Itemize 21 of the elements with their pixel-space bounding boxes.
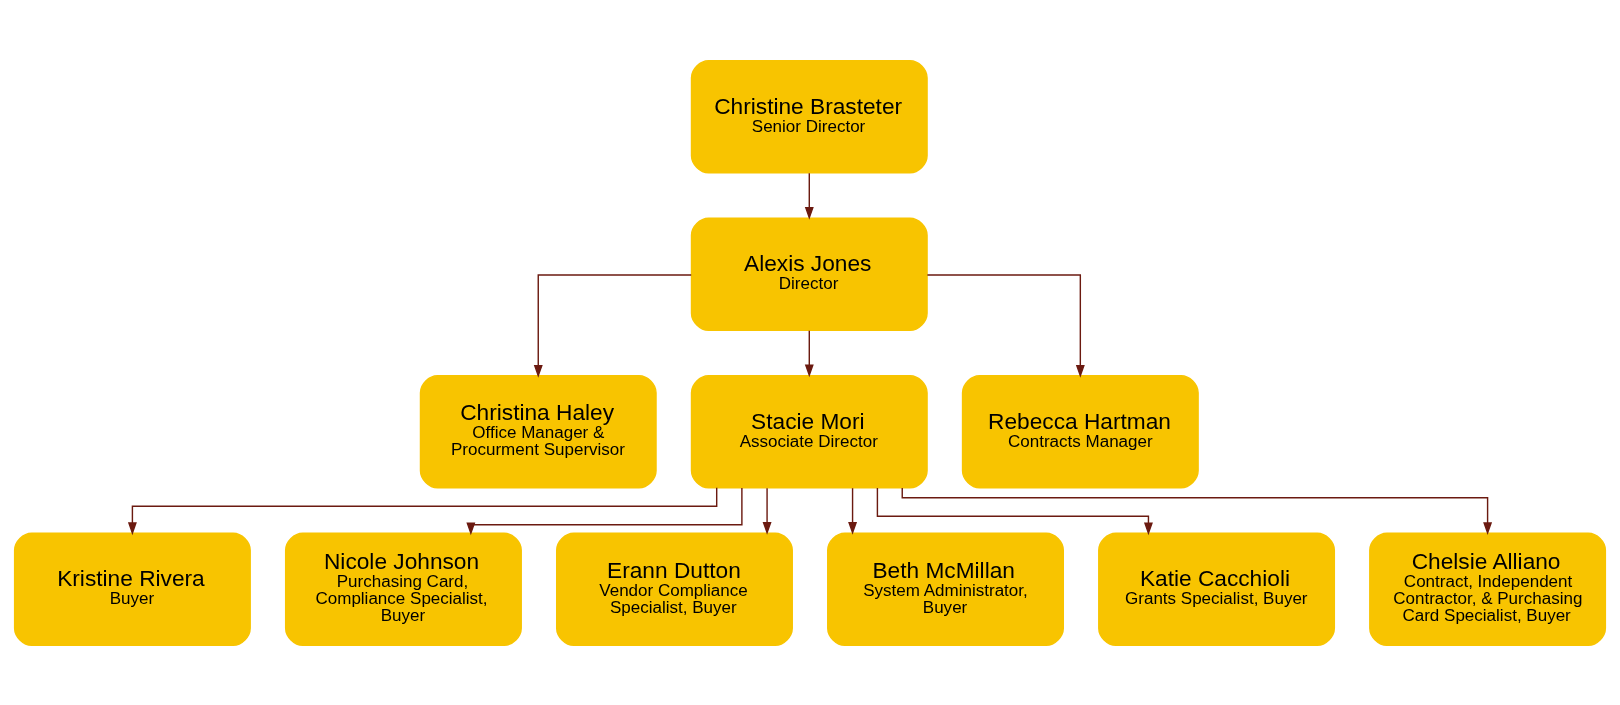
arrow <box>466 486 743 535</box>
arrow <box>127 486 718 535</box>
node-box: Rebecca Hartman Contracts Manager <box>961 374 1199 488</box>
arrow <box>804 171 814 220</box>
node-box: Nicole Johnson Purchasing Card, Compliance Specialist, Buyer <box>284 532 522 646</box>
arrow <box>804 329 814 377</box>
arrow <box>533 273 692 378</box>
arrow <box>901 486 1493 535</box>
arrow <box>926 273 1085 378</box>
arrow <box>848 486 858 535</box>
node-box: Katie Cacchioli Grants Specialist, Buyer <box>1098 532 1336 646</box>
node-box: Alexis Jones Director <box>690 217 928 331</box>
arrow <box>876 486 1153 535</box>
arrow <box>762 486 772 535</box>
node-box: Christine Brasteter Senior Director <box>690 59 928 173</box>
node-box: Stacie Mori Associate Director <box>690 374 928 488</box>
node-box: Kristine Rivera Buyer <box>13 532 251 646</box>
node-box: Beth McMillan System Administrator, Buyer <box>827 532 1064 646</box>
node-box: Chelsie Alliano Contract, Independent Contractor, & Purchasing Card Specialist, Buyer <box>1369 532 1607 646</box>
node-box: Erann Dutton Vendor Compliance Specialist, Buyer <box>556 532 793 646</box>
node-box: Christina Haley Office Manager & Procurment Supervisor <box>419 374 657 488</box>
